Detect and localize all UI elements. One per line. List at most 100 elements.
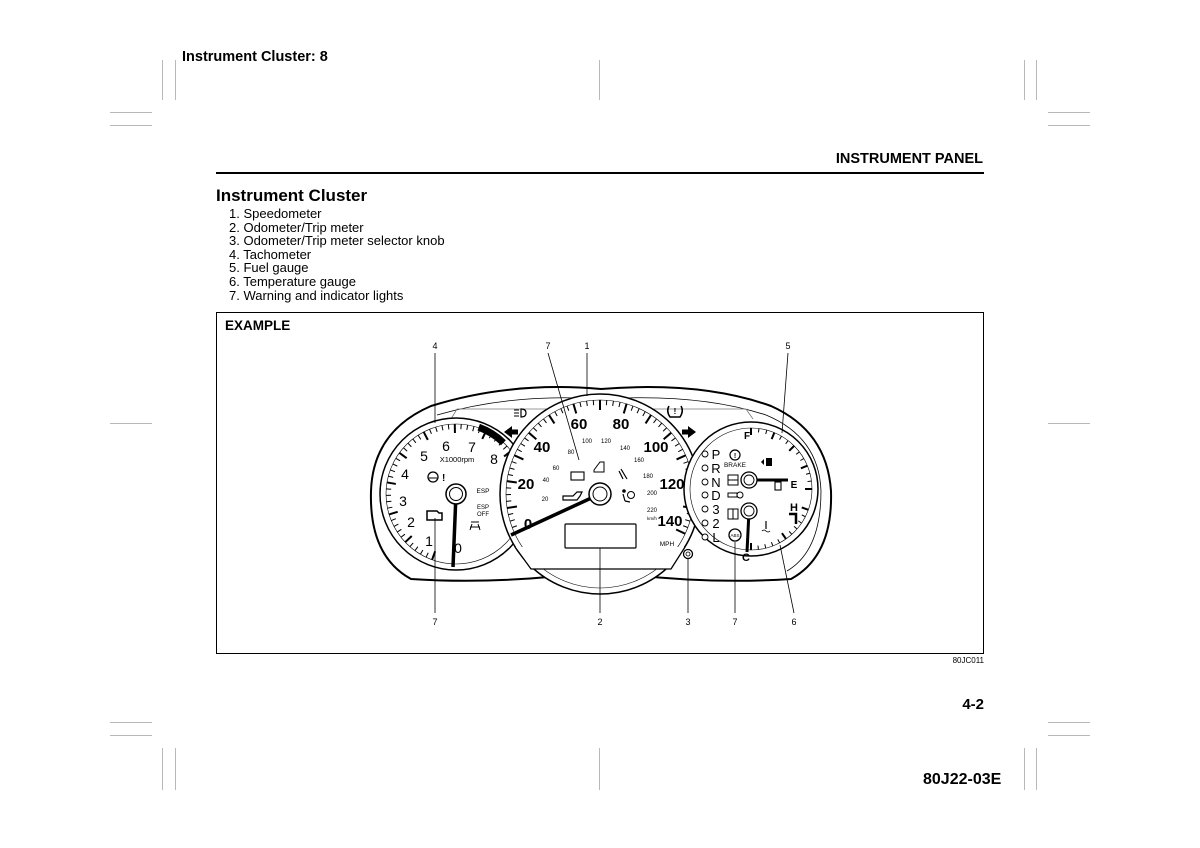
steering-warning-icon: ! bbox=[427, 471, 445, 484]
dial-tick bbox=[511, 461, 517, 464]
crop-mark bbox=[1048, 423, 1090, 424]
temp-hot-label: H bbox=[790, 502, 798, 514]
dial-tick bbox=[398, 452, 408, 459]
brake-warning-icon: ! bbox=[729, 449, 741, 461]
gear-letter: P bbox=[712, 447, 721, 462]
crop-mark bbox=[1048, 125, 1090, 126]
gear-letter: D bbox=[711, 488, 720, 503]
dial-tick bbox=[435, 426, 438, 432]
kmh-number: 120 bbox=[601, 439, 612, 445]
dial-tick bbox=[393, 523, 399, 527]
dial-tick bbox=[419, 549, 424, 555]
dial-tick bbox=[653, 418, 657, 424]
dial-tick bbox=[386, 500, 392, 503]
tach-number: 5 bbox=[420, 448, 428, 464]
callout-number: 4 bbox=[432, 341, 437, 351]
list-item: 4. Tachometer bbox=[229, 246, 312, 262]
dial-tick bbox=[506, 480, 517, 484]
dial-tick bbox=[800, 458, 805, 461]
dial-tick bbox=[770, 542, 774, 547]
abs-warning-icon: ABS bbox=[728, 528, 742, 542]
crop-mark bbox=[110, 735, 152, 736]
gear-letter: R bbox=[711, 461, 720, 476]
dial-tick bbox=[770, 432, 776, 440]
dial-tick bbox=[683, 461, 689, 464]
dial-tick bbox=[801, 514, 806, 518]
gear-letter: 2 bbox=[712, 516, 719, 531]
crop-mark bbox=[110, 423, 152, 424]
dial-tick bbox=[506, 505, 518, 509]
gear-position-indicator: P R N D 3 2 L bbox=[701, 447, 721, 545]
dial-tick bbox=[630, 405, 634, 411]
mph-number: 80 bbox=[613, 416, 630, 433]
dial-tick bbox=[507, 474, 514, 477]
dial-tick bbox=[795, 451, 800, 455]
crop-mark bbox=[1036, 60, 1037, 100]
dial-tick bbox=[466, 424, 469, 430]
crop-mark bbox=[599, 748, 600, 790]
callout-number: 1 bbox=[584, 341, 589, 351]
dial-tick bbox=[671, 437, 676, 442]
tach-number: 7 bbox=[468, 439, 476, 455]
gear-letter: L bbox=[712, 530, 719, 545]
dial-tick bbox=[663, 431, 672, 440]
oil-pressure-icon bbox=[562, 491, 583, 501]
dial-tick bbox=[579, 402, 582, 408]
page-heading: Instrument Cluster bbox=[216, 186, 368, 205]
speedometer-needle bbox=[510, 492, 601, 537]
svg-text:!: ! bbox=[442, 473, 445, 484]
dial-tick bbox=[502, 445, 508, 450]
kmh-number: 80 bbox=[568, 450, 575, 456]
headlight-icon bbox=[514, 408, 527, 418]
mph-unit-label: MPH bbox=[660, 541, 675, 548]
callout-line bbox=[547, 352, 580, 461]
mph-number: 40 bbox=[534, 439, 551, 456]
gear-indicator-lamp bbox=[701, 464, 709, 472]
gear-indicator-lamp bbox=[701, 478, 709, 486]
dial-tick bbox=[781, 532, 787, 540]
dial-tick bbox=[409, 542, 414, 547]
mph-number: 140 bbox=[657, 513, 682, 530]
kmh-number: 180 bbox=[643, 474, 654, 480]
cluster-housing-inner bbox=[436, 397, 822, 572]
dial-tick bbox=[586, 400, 588, 406]
svg-text:!: ! bbox=[734, 453, 736, 460]
dial-tick bbox=[509, 519, 515, 522]
section-title: INSTRUMENT PANEL bbox=[835, 151, 983, 167]
low-fuel-icon bbox=[774, 481, 782, 491]
crop-mark bbox=[110, 112, 152, 113]
turn-right-arrow-icon bbox=[682, 426, 696, 438]
turn-left-arrow-icon bbox=[504, 426, 518, 438]
tachometer-hub-center bbox=[449, 487, 463, 501]
instrument-cluster-figure: EXAMPLE 1 2 3 4 5 6 7 8 0 X1000rpm ! ESP bbox=[216, 312, 984, 654]
dial-tick bbox=[537, 422, 542, 428]
kmh-number: 160 bbox=[634, 458, 645, 464]
dial-tick bbox=[392, 463, 398, 467]
dial-tick bbox=[793, 526, 798, 530]
temp-cold-label: C bbox=[742, 552, 750, 564]
dial-tick bbox=[400, 533, 406, 538]
gear-letter: 3 bbox=[712, 502, 719, 517]
airbag-icon bbox=[622, 489, 635, 503]
figure-code: 80JC011 bbox=[952, 656, 984, 665]
dial-tick bbox=[548, 414, 556, 424]
dial-tick bbox=[566, 405, 570, 411]
dial-tick bbox=[642, 411, 646, 417]
dial-tick bbox=[757, 428, 760, 433]
dial-tick bbox=[572, 403, 578, 414]
callout-number: 5 bbox=[785, 341, 790, 351]
dial-tick bbox=[532, 427, 538, 432]
dial-tick bbox=[417, 434, 422, 440]
fuel-gauge-ticks bbox=[750, 428, 812, 490]
tach-number: 6 bbox=[442, 438, 450, 454]
mph-number: 60 bbox=[571, 416, 588, 433]
dial-tick bbox=[788, 445, 795, 452]
dial-tick bbox=[391, 518, 397, 522]
crop-mark bbox=[110, 722, 152, 723]
esp-off-label: ESP bbox=[477, 505, 489, 511]
dial-tick bbox=[777, 539, 781, 544]
key-immobilizer-icon bbox=[727, 491, 744, 499]
page-number: 4-2 bbox=[962, 696, 984, 713]
list-item: 5. Fuel gauge bbox=[229, 260, 309, 276]
mph-number: 0 bbox=[524, 516, 532, 533]
